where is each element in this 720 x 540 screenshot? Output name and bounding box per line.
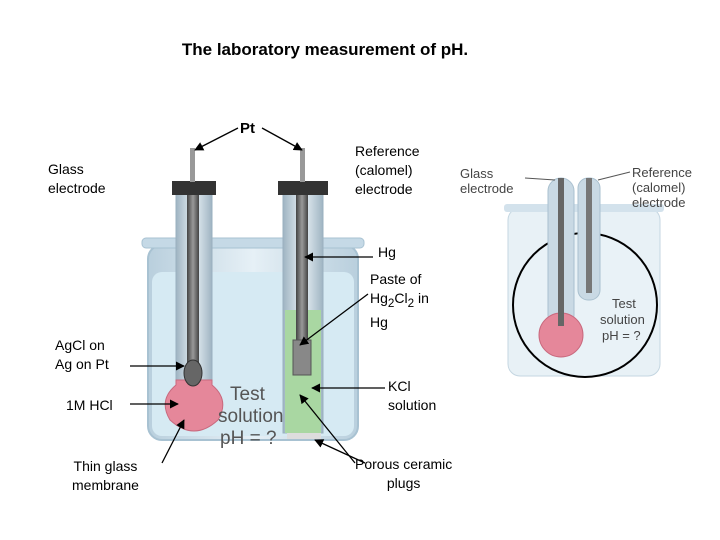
solution-label: solution (218, 406, 284, 427)
kcl-label: KCl solution (388, 377, 436, 415)
inset-ref-label-line3: electrode (632, 195, 685, 210)
agcl-label-line1: AgCl on (55, 337, 105, 353)
porous-label-line1: Porous ceramic (355, 456, 453, 472)
inset-test-label: Test (612, 296, 636, 311)
label-arrows (130, 252, 385, 464)
hg-label: Hg (378, 244, 396, 260)
inset-ph-label: pH = ? (602, 328, 641, 343)
test-solution-text: Test solution pH = ? (218, 384, 284, 449)
kcl-label-line1: KCl (388, 378, 411, 394)
inset-solution-label: solution (600, 312, 645, 327)
reference-electrode (278, 148, 328, 439)
reference-label-line1: Reference (355, 143, 420, 159)
agcl-label: AgCl on Ag on Pt (55, 336, 109, 374)
glass-electrode-label: Glass electrode (48, 160, 106, 198)
glass-electrode (164, 148, 224, 432)
ph-label: pH = ? (220, 428, 277, 449)
agcl-label-line2: Ag on Pt (55, 356, 109, 372)
glass-electrode-label-line2: electrode (48, 180, 106, 196)
test-label: Test (230, 384, 266, 405)
thin-glass-label-line1: Thin glass (73, 458, 138, 474)
pt-pointers (194, 127, 303, 151)
inset-ref-label-line1: Reference (632, 165, 692, 180)
reference-electrode-label: Reference (calomel) electrode (355, 142, 420, 199)
porous-label: Porous ceramic plugs (355, 455, 452, 493)
paste-label-line1: Paste of (370, 271, 422, 287)
thin-glass-label: Thin glass membrane (72, 457, 139, 495)
page-title: The laboratory measurement of pH. (181, 40, 469, 59)
hcl-label: 1M HCl (66, 397, 113, 413)
inset-diagram: Glass electrode Reference (calomel) elec… (460, 165, 692, 378)
inset-glass-label-line2: electrode (460, 181, 513, 196)
paste-label: Paste of Hg2Cl2 in Hg (370, 270, 429, 332)
reference-label-line2: (calomel) (355, 162, 413, 178)
paste-label-line2: Hg2Cl2 in (370, 290, 429, 310)
glass-electrode-label-line1: Glass (48, 161, 84, 177)
pt-label: Pt (240, 120, 255, 137)
inset-glass-label-line1: Glass (460, 166, 494, 181)
paste-label-line3: Hg (370, 313, 388, 330)
porous-label-line2: plugs (386, 475, 421, 491)
kcl-label-line2: solution (388, 397, 437, 413)
thin-glass-label-line2: membrane (72, 477, 139, 493)
reference-label-line3: electrode (355, 181, 413, 197)
inset-ref-label-line2: (calomel) (632, 180, 685, 195)
